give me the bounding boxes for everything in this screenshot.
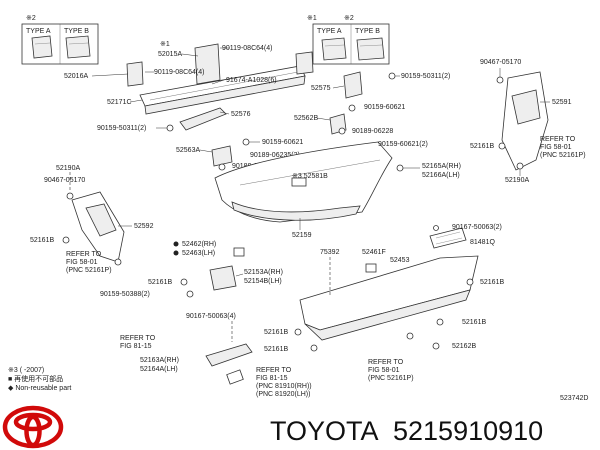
note-star3: ※3 ( -2007) [8,367,44,374]
label-90167-b: 90167-50063(4) [186,313,236,320]
type-b2-label: TYPE B [355,28,380,35]
label-52562b: 52562B [294,115,318,122]
brand-name: TOYOTA [270,416,379,446]
label-90159-50311-a: 90159-50311(2) [97,125,146,132]
ref-right-1: REFER TO [540,136,576,143]
label-52161b-bottom-1: 52161B [264,329,288,336]
label-52166a: 52166A(LH) [422,172,460,179]
ref-right-2: FIG 58-01 [540,144,572,151]
label-52190a-left: 52190A [56,165,80,172]
label-52163a: 52163A(RH) [140,357,179,364]
label-90159-50311-b: 90159-50311(2) [401,73,450,80]
note-non-reusable-en: ◆ Non-reusable part [8,385,71,392]
label-52159: 52159 [292,232,312,239]
note-non-reusable-jp: ■ 再使用不可部品 [8,374,63,383]
ref-right-3: (PNC 52161P) [540,152,586,159]
ref-mid-4: (PNC 81920(LH)) [256,391,310,398]
type-box-left [21,23,99,65]
type-a2-label: TYPE A [317,28,342,35]
label-52576: 52576 [231,111,251,118]
label-90119-b: 90119-08C64(4) [154,69,204,76]
side-extension-52592 [71,191,125,263]
label-90159-60621-b: 90159-60621 [262,139,303,146]
ref-left-1: REFER TO [66,251,102,258]
label-52463: 52463(LH) [182,250,215,257]
bracket-52163a [205,343,253,367]
clip-52462 [173,241,179,247]
ref-mid-3: (PNC 81910(RH)) [256,383,312,390]
label-52161b-bottom-2: 52161B [264,346,288,353]
bracket-52575 [343,71,363,99]
type-a-label: TYPE A [26,28,51,35]
label-90467-left: 90467-05170 [44,177,85,184]
ref-mid-1: REFER TO [256,367,292,374]
clip-52463 [173,250,179,256]
ref-bottom-1: REFER TO [368,359,404,366]
label-52171c: 52171C [107,99,132,106]
label-52015a: 52015A [158,51,182,58]
ref-left-3: (PNC 52161P) [66,267,112,274]
label-52161b-right-rear: 52161B [480,279,504,286]
label-52164a: 52164A(LH) [140,366,178,373]
ref-star1b-label: ※1 [307,15,317,22]
ref-left-2: FIG 58-01 [66,259,98,266]
label-90159-50388: 90159-50388(2) [100,291,150,298]
ref-star1-label: ※1 [160,41,170,48]
label-90159-60621-a: 90159-60621 [364,104,405,111]
label-75392: 75392 [320,249,340,256]
lower-bumper-52453 [299,227,479,341]
label-52016a: 52016A [64,73,88,80]
label-52161b-bottom-3: 52161B [462,319,486,326]
label-52162b: 52162B [452,343,476,350]
label-81481q: 81481Q [470,239,495,246]
bracket-52153a [209,265,237,291]
ref-center-2: FIG 81-15 [120,343,152,350]
label-52165a: 52165A(RH) [422,163,461,170]
label-52563a: 52563A [176,147,200,154]
ref-star2b-label: ※2 [344,15,354,22]
ref-bottom-3: (PNC 52161P) [368,375,414,382]
label-90189-06235: 90189-06235(2) [250,152,300,159]
label-52453: 52453 [390,257,410,264]
reinforcement-beam [126,43,314,115]
part-number: 5215910910 [393,416,543,446]
toyota-logo-icon [2,405,64,449]
diagram-code: 523742D [560,395,588,402]
ref-bottom-2: FIG 58-01 [368,367,400,374]
type-b-label: TYPE B [64,28,89,35]
label-52161b-center: 52161B [148,279,172,286]
label-52591: 52591 [552,99,572,106]
label-52161b-right: 52161B [470,143,494,150]
label-52153a: 52153A(RH) [244,269,283,276]
label-90119-a: 90119-08C64(4) [222,45,272,52]
label-90189-06228-a: 90189-06228 [352,128,393,135]
bracket-52563a [211,145,233,167]
label-90167-a: 90167-50063(2) [452,224,502,231]
label-52154b: 52154B(LH) [244,278,282,285]
bumper-cover-52159 [214,141,393,223]
label-52462: 52462(RH) [182,241,216,248]
bracket-52576 [179,107,227,131]
label-52581b: ※3 52581B [292,173,328,180]
label-90467-right: 90467-05170 [480,59,521,66]
label-52461f: 52461F [362,249,386,256]
label-52190a-right: 52190A [505,177,529,184]
label-52575: 52575 [311,85,331,92]
ref-star2-label: ※2 [26,15,36,22]
label-52161b-left: 52161B [30,237,54,244]
label-52592: 52592 [134,223,154,230]
label-91674: 91674-A1028(6) [226,77,277,84]
type-box-right [312,23,390,65]
ref-center-1: REFER TO [120,335,156,342]
side-extension-52591 [501,71,549,171]
label-90159-60621-c: 90159-60621(2) [378,141,428,148]
ref-mid-2: FIG 81-15 [256,375,288,382]
